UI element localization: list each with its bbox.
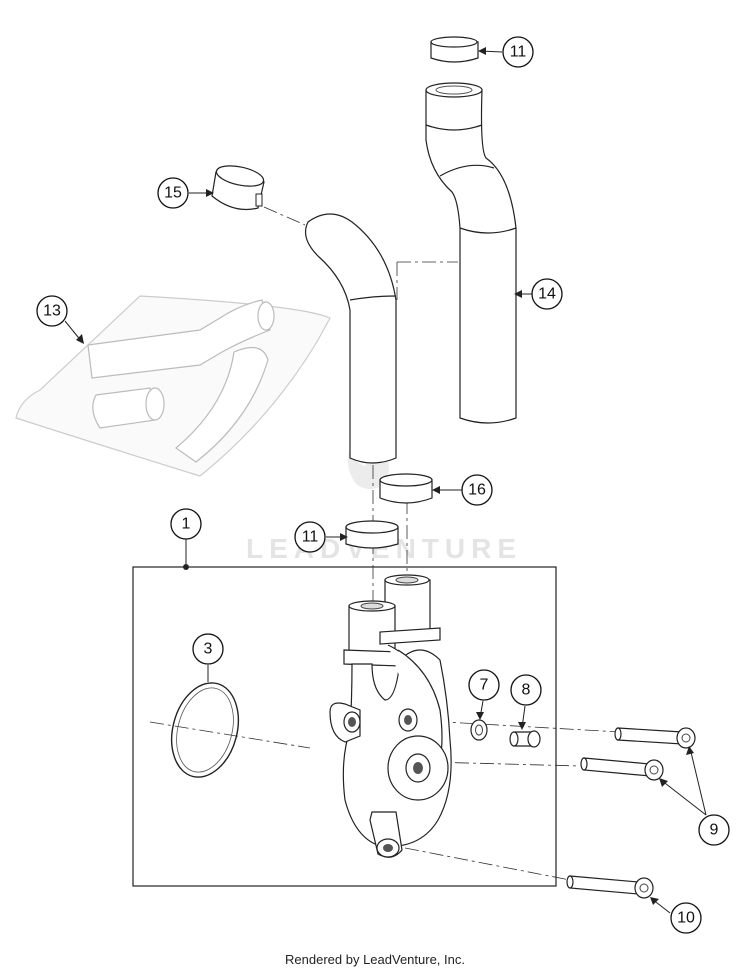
callout-9: 9 xyxy=(698,814,730,846)
svg-text:14: 14 xyxy=(538,286,556,303)
callouts: 11 15 14 13 16 1 11 3 xyxy=(36,36,730,934)
svg-text:3: 3 xyxy=(204,641,213,658)
plug-8 xyxy=(509,730,541,748)
o-ring-3 xyxy=(170,682,240,778)
callout-1: 1 xyxy=(170,508,202,540)
bolt-10 xyxy=(566,875,654,899)
callout-11-lower: 11 xyxy=(294,521,326,553)
hose-clamp-16 xyxy=(379,473,433,504)
hose-clamp-11-lower xyxy=(345,520,399,549)
svg-text:16: 16 xyxy=(468,482,486,499)
callout-3: 3 xyxy=(192,633,224,665)
callout-15: 15 xyxy=(157,177,189,209)
washer-7 xyxy=(470,719,488,741)
callout-7: 7 xyxy=(468,669,500,701)
bent-hose xyxy=(305,213,397,464)
callout-10: 10 xyxy=(670,902,702,934)
leader-lines xyxy=(64,47,707,914)
callout-16: 16 xyxy=(461,474,493,506)
water-pump-housing xyxy=(329,574,452,858)
svg-text:15: 15 xyxy=(164,185,182,202)
svg-text:9: 9 xyxy=(710,822,719,839)
hose-clamp-11-top xyxy=(430,36,479,63)
hose-clamp-15 xyxy=(211,165,265,211)
radiator-hose-14 xyxy=(425,82,517,424)
bolts-9 xyxy=(580,727,696,781)
footer-credit: Rendered by LeadVenture, Inc. xyxy=(285,952,465,967)
svg-text:13: 13 xyxy=(43,303,61,320)
svg-text:10: 10 xyxy=(677,910,695,927)
svg-text:7: 7 xyxy=(480,677,489,694)
callout-13: 13 xyxy=(36,295,68,327)
svg-text:11: 11 xyxy=(510,44,527,61)
svg-text:1: 1 xyxy=(182,516,191,533)
svg-text:11: 11 xyxy=(302,529,319,546)
callout-14: 14 xyxy=(531,278,563,310)
callout-8: 8 xyxy=(510,674,542,706)
svg-text:8: 8 xyxy=(522,682,531,699)
hose-kit-13 xyxy=(15,295,331,477)
assembly-box xyxy=(132,566,557,887)
callout-11-top: 11 xyxy=(502,36,534,68)
